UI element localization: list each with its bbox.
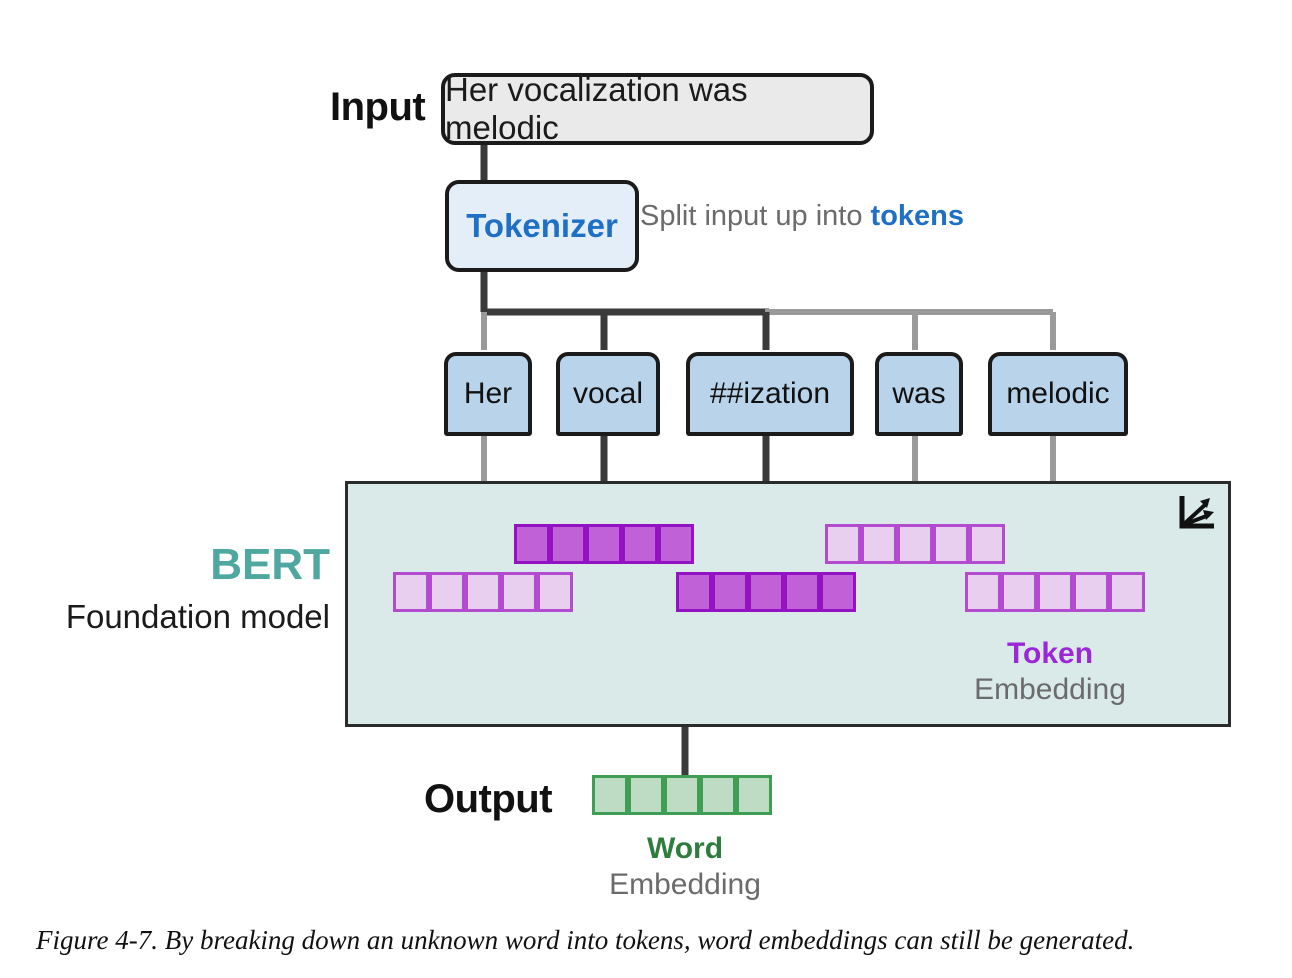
figure-caption: Figure 4-7. By breaking down an unknown … — [36, 925, 1135, 955]
embedding-vector-her — [393, 572, 573, 612]
embedding-vector-melodic — [965, 572, 1145, 612]
embedding-vector-was — [825, 524, 1005, 564]
token-embedding-legend-subtitle: Embedding — [974, 673, 1126, 706]
embedding-cell — [676, 572, 712, 612]
embedding-cell — [586, 524, 622, 564]
tokenizer-note-highlight: tokens — [870, 200, 965, 232]
input-text-box: Her vocalization was melodic — [441, 71, 874, 146]
embedding-cell — [712, 572, 748, 612]
bert-subtitle: Foundation model — [65, 598, 330, 635]
embedding-cell — [537, 572, 573, 612]
embedding-cell — [897, 524, 933, 564]
token-chip-was: was — [875, 352, 963, 436]
embedding-cell — [1037, 572, 1073, 612]
bert-title: BERT — [210, 540, 330, 589]
word-embedding-vector — [592, 775, 772, 815]
embedding-cell — [658, 524, 694, 564]
token-chip-vocal: vocal — [556, 352, 660, 436]
embedding-cell — [1109, 572, 1145, 612]
embedding-cell — [465, 572, 501, 612]
tokenizer-note: Split input up into tokens — [640, 200, 964, 233]
token-embedding-legend-title: Token — [1006, 637, 1094, 670]
embedding-cell — [825, 524, 861, 564]
embedding-vector-ization — [676, 572, 856, 612]
embedding-cell — [784, 572, 820, 612]
tokenizer-box: Tokenizer — [445, 180, 639, 272]
embedding-cell — [628, 775, 664, 815]
embedding-vector-vocal — [514, 524, 694, 564]
embedding-cell — [622, 524, 658, 564]
word-embedding-legend-subtitle: Embedding — [609, 868, 761, 901]
token-chip-melodic: melodic — [988, 352, 1128, 436]
embedding-cell — [700, 775, 736, 815]
embedding-cell — [1073, 572, 1109, 612]
tokenizer-note-prefix: Split input up into — [640, 200, 871, 232]
embedding-cell — [969, 524, 1005, 564]
embedding-cell — [514, 524, 550, 564]
output-label: Output — [424, 777, 553, 821]
embedding-cell — [965, 572, 1001, 612]
embedding-cell — [393, 572, 429, 612]
token-chip-ization: ##ization — [686, 352, 854, 436]
embedding-cell — [1001, 572, 1037, 612]
input-label: Input — [330, 85, 426, 129]
word-embedding-legend-title: Word — [646, 832, 724, 865]
embedding-cell — [429, 572, 465, 612]
embedding-cell — [820, 572, 856, 612]
embedding-cell — [664, 775, 700, 815]
embedding-cell — [501, 572, 537, 612]
embedding-cell — [748, 572, 784, 612]
token-chip-her: Her — [444, 352, 532, 436]
embedding-cell — [550, 524, 586, 564]
embedding-cell — [592, 775, 628, 815]
embedding-cell — [933, 524, 969, 564]
embedding-axes-icon — [1176, 492, 1218, 539]
embedding-cell — [736, 775, 772, 815]
embedding-cell — [861, 524, 897, 564]
